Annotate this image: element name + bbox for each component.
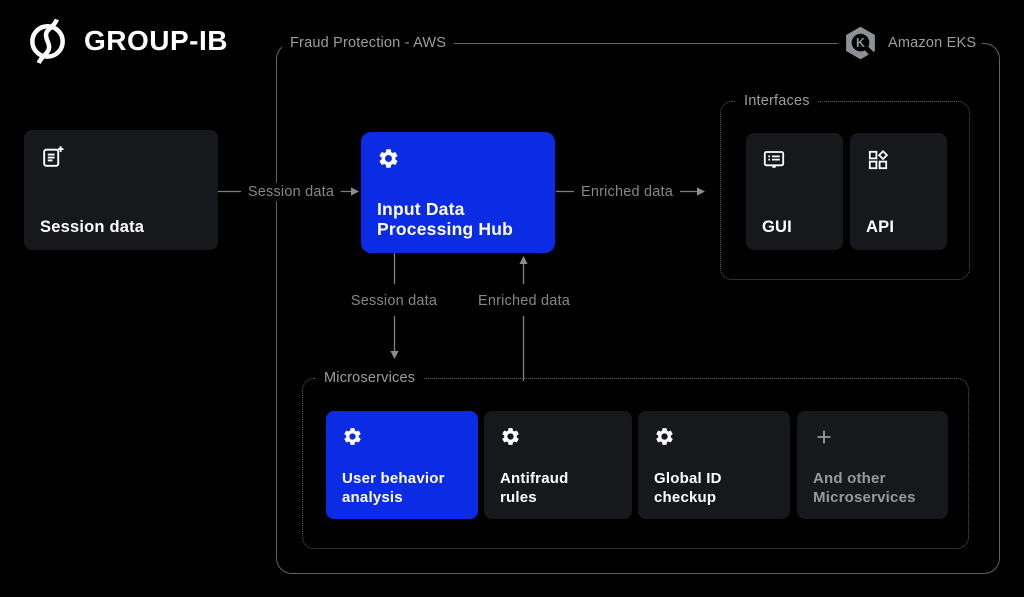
widgets-icon (866, 148, 890, 172)
node-antifraud-rules: Antifraud rules (484, 411, 632, 519)
node-title: Antifraud rules (500, 470, 569, 506)
node-session-data: Session data (24, 130, 218, 250)
microservices-group (302, 378, 969, 549)
gear-icon (342, 426, 363, 447)
node-title: Input Data Processing Hub (377, 199, 514, 239)
node-input-data-processing-hub: Input Data Processing Hub (361, 132, 555, 253)
edge-label-enriched-data-out: Enriched data (573, 183, 681, 201)
group-ib-logo: GROUP-IB (24, 17, 228, 64)
group-ib-ring-slash-icon (30, 18, 65, 64)
boundary-title: Fraud Protection - AWS (282, 35, 455, 52)
plus-icon (813, 426, 835, 448)
eks-letter: K (856, 36, 865, 50)
interfaces-group (720, 101, 970, 280)
node-api: API (850, 133, 947, 250)
node-title: GUI (762, 218, 792, 236)
microservices-group-label: Microservices (316, 370, 424, 387)
interfaces-group-label: Interfaces (736, 93, 818, 110)
edge-label-enriched-data-up: Enriched data (470, 292, 578, 310)
node-title: Global ID checkup (654, 470, 722, 506)
amazon-eks-badge: K Amazon EKS (838, 26, 983, 60)
amazon-eks-icon: K (846, 26, 876, 60)
node-global-id-checkup: Global ID checkup (638, 411, 790, 519)
node-title: User behavior analysis (342, 470, 445, 506)
group-ib-wordmark: GROUP-IB (84, 24, 228, 56)
node-title: And other Microservices (813, 470, 916, 506)
edge-label-session-data-in: Session data (240, 183, 342, 201)
aws-boundary-box (276, 43, 1000, 574)
gear-icon (500, 426, 521, 447)
node-title: Session data (40, 218, 145, 236)
node-title: API (866, 218, 895, 236)
edge-label-session-data-down: Session data (343, 292, 445, 310)
node-other-microservices: And other Microservices (797, 411, 948, 519)
node-user-behavior-analysis: User behavior analysis (326, 411, 478, 519)
amazon-eks-label: Amazon EKS (888, 35, 977, 51)
gear-icon (654, 426, 675, 447)
gear-icon (377, 147, 400, 170)
note-add-icon (40, 145, 65, 170)
display-icon (762, 148, 786, 172)
node-gui: GUI (746, 133, 843, 250)
